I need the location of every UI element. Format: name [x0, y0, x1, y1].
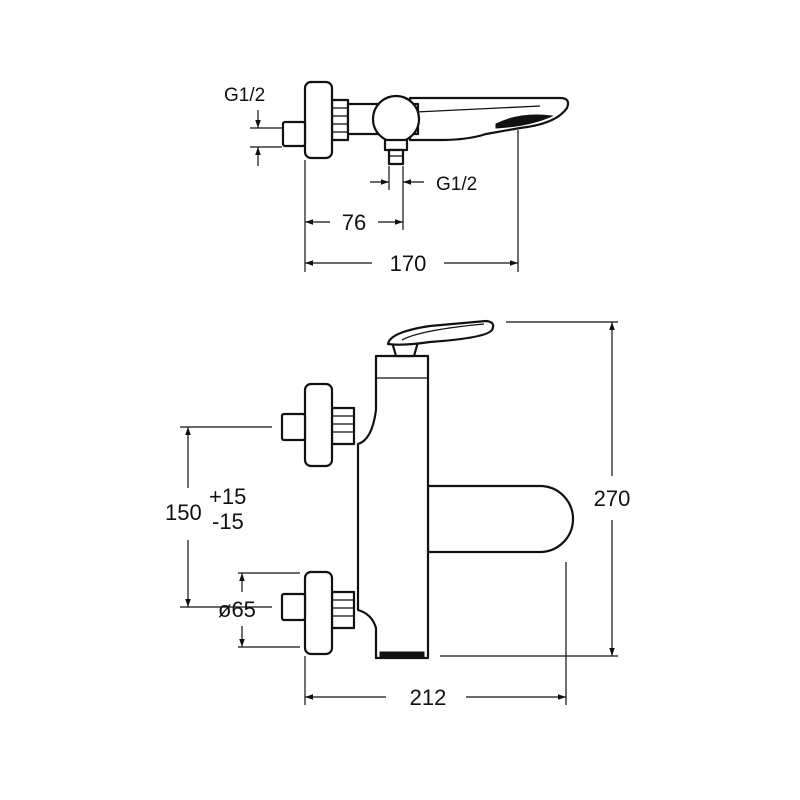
tolerance-plus-label: +15	[209, 484, 246, 509]
mixer-body	[356, 354, 430, 660]
wall-flange-top	[303, 80, 334, 160]
wall-flange-upper	[303, 382, 334, 468]
height-dimension-label: 270	[594, 486, 631, 511]
inlet-fitting-top	[281, 120, 307, 148]
spout-outlet	[495, 114, 554, 129]
outlet-nut-top	[383, 138, 409, 152]
inlet-thread-label: G1/2	[224, 85, 265, 106]
knurled-connector-upper	[330, 406, 356, 446]
body-bottom-outlet	[379, 651, 425, 659]
spout-front	[426, 484, 575, 554]
front-view: 150 +15 -15 ø65 212 270	[165, 319, 631, 710]
flange-diameter-label: ø65	[218, 597, 256, 622]
spout-top	[408, 96, 570, 142]
knurled-connector-top	[330, 98, 350, 142]
length-dimension-label: 170	[390, 251, 427, 276]
inlet-fitting-lower	[280, 592, 307, 622]
wall-flange-lower	[303, 570, 334, 656]
knurled-connector-lower	[330, 590, 356, 630]
outlet-thread-top	[387, 148, 405, 166]
width-dimension-label: 212	[410, 685, 447, 710]
diverter-hub	[371, 94, 421, 144]
lever-handle	[386, 319, 495, 346]
outlet-thread-label: G1/2	[436, 174, 477, 195]
top-view: G1/2 G1/2 76 170	[224, 80, 570, 276]
offset-dimension-label: 76	[342, 210, 366, 235]
centers-dimension-label: 150	[165, 500, 202, 525]
tolerance-minus-label: -15	[212, 509, 244, 534]
inlet-fitting-upper	[280, 412, 307, 442]
